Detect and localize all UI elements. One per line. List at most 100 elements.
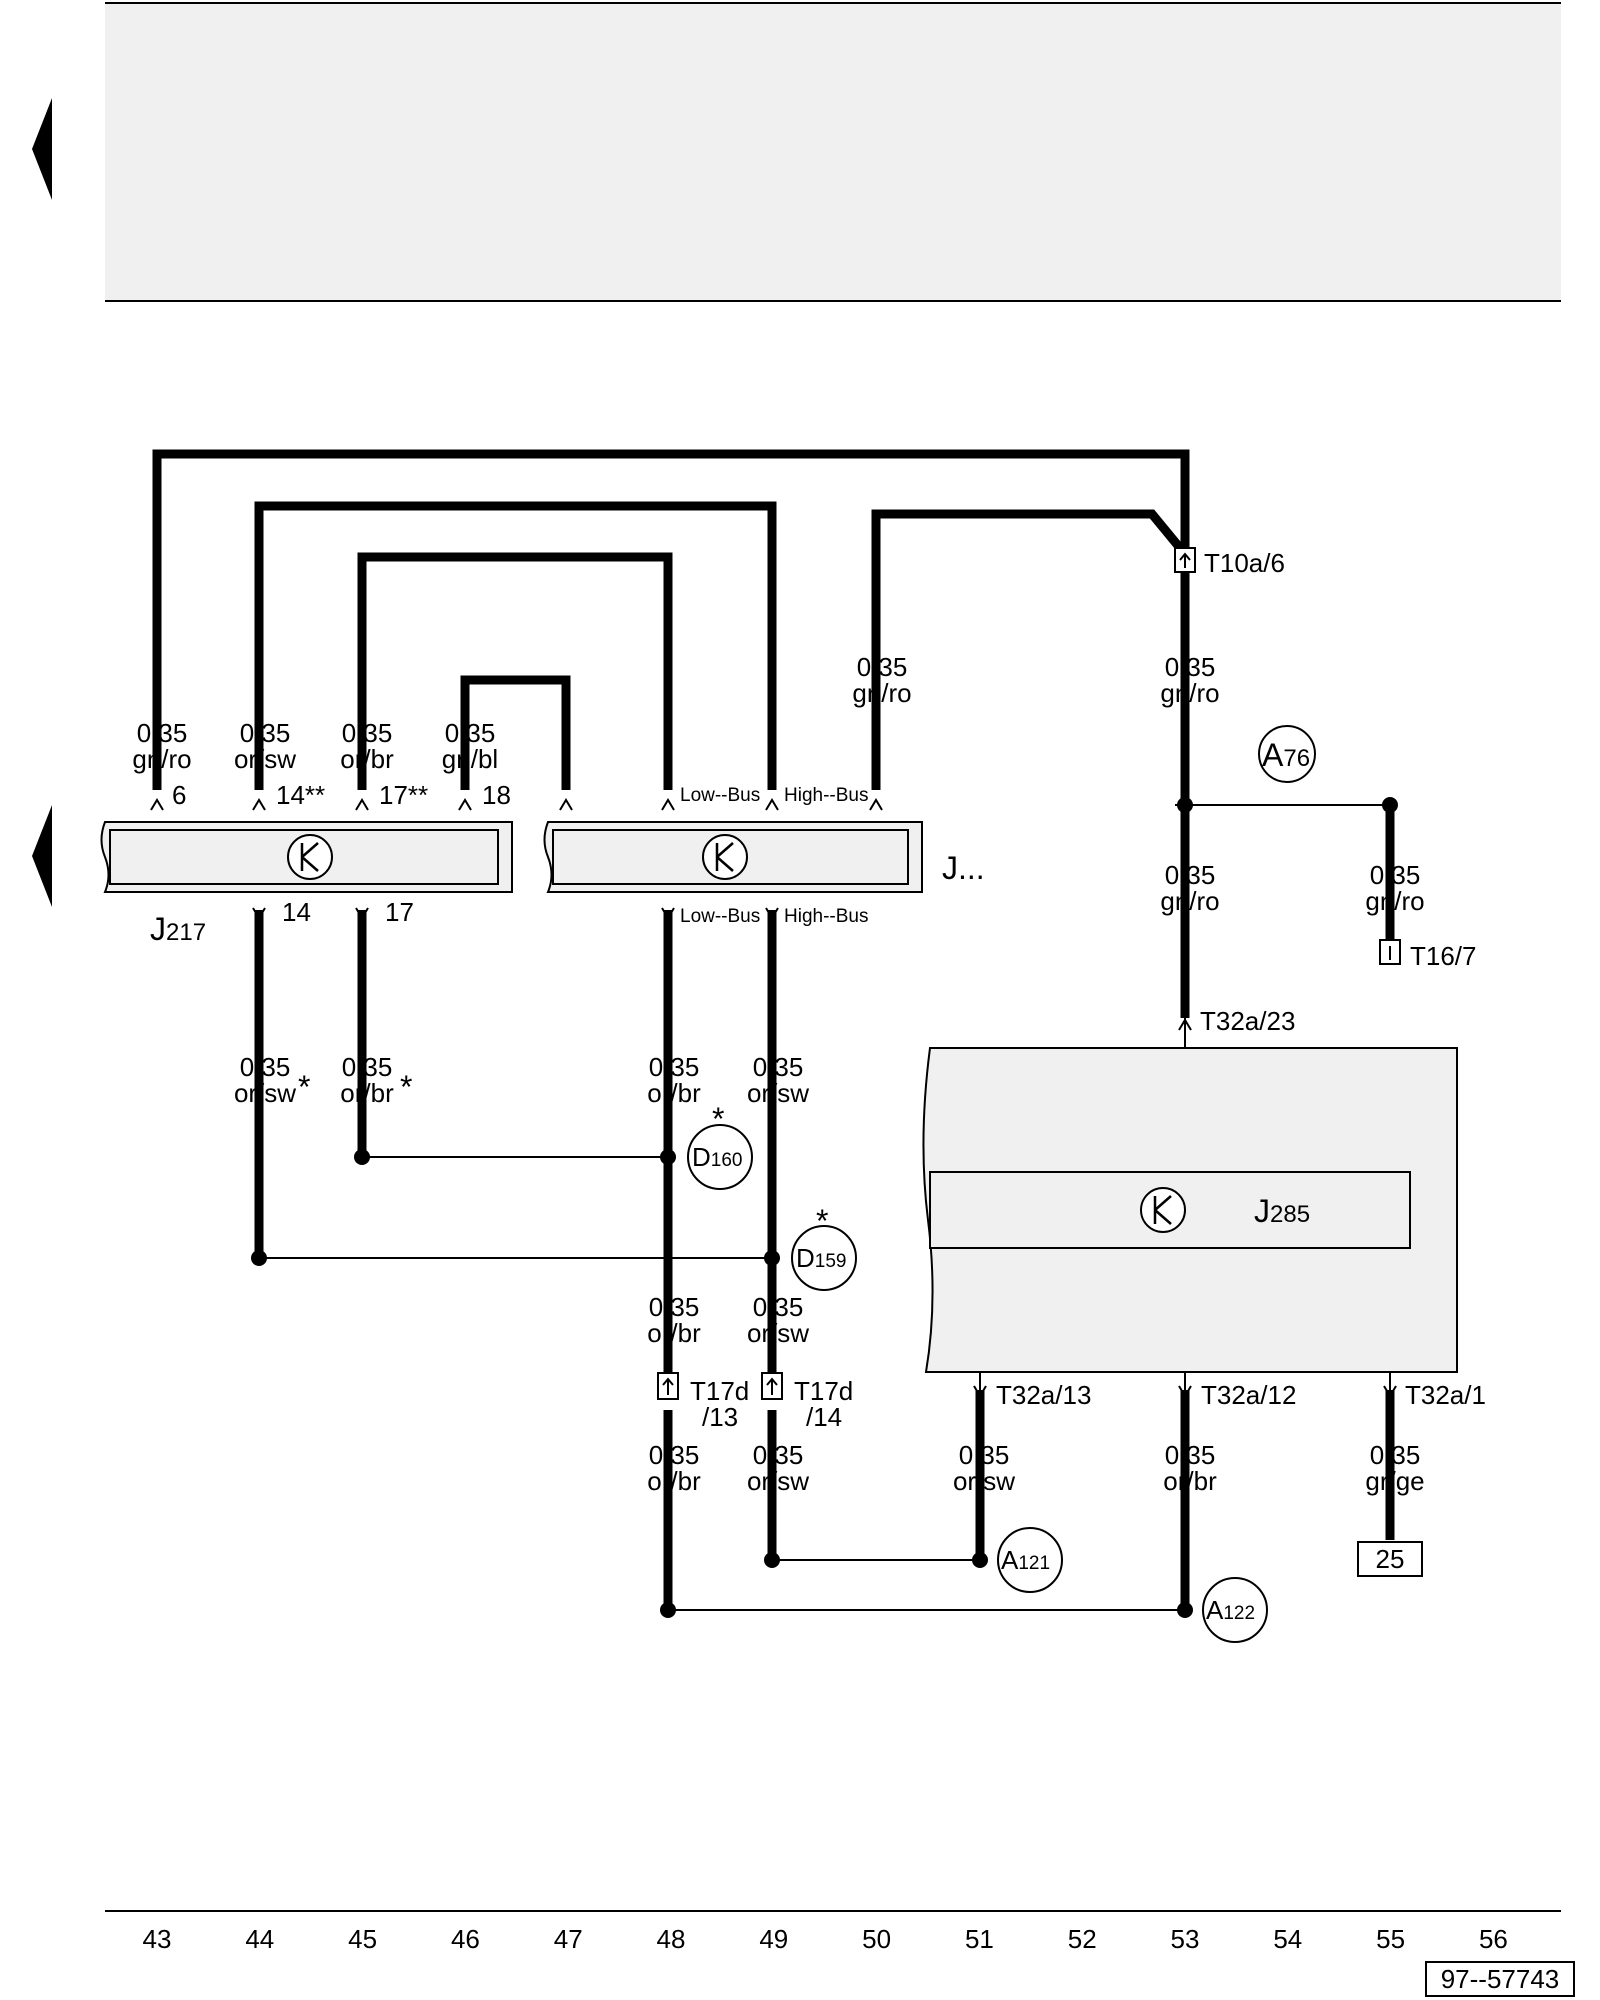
track-number: 51 — [965, 1924, 994, 1954]
wire-color: or/sw — [234, 1078, 296, 1108]
connector-t17d-14-pin: /14 — [806, 1402, 842, 1432]
pin-arrows — [150, 798, 1397, 1398]
track-number: 55 — [1376, 1924, 1405, 1954]
wire-color: gn/bl — [442, 744, 498, 774]
track-number: 53 — [1171, 1924, 1200, 1954]
page-back-arrow-icon[interactable] — [32, 98, 52, 200]
star-marker: * — [298, 1069, 310, 1105]
connector-t16-7: T16/7 — [1410, 941, 1477, 971]
wire-size: 0,35 — [342, 1052, 393, 1082]
pin-low-bus-top: Low--Bus — [680, 785, 760, 806]
pin-17: 17** — [379, 780, 428, 810]
pin-6: 6 — [172, 780, 186, 810]
connector-t32a-12: T32a/12 — [1201, 1380, 1296, 1410]
wire-color: gn/ro — [852, 678, 911, 708]
wire-size: 0,35 — [240, 1052, 291, 1082]
header-band — [105, 2, 1561, 302]
section-arrow-icon[interactable] — [32, 805, 52, 907]
svg-text:A122: A122 — [1206, 1595, 1255, 1625]
control-unit-j-other — [543, 821, 923, 893]
track-number: 52 — [1068, 1924, 1097, 1954]
track-number: 46 — [451, 1924, 480, 1954]
connector-labels: T10a/6 T16/7 T32a/23 T32a/13 T32a/12 T32… — [690, 548, 1486, 1432]
j-other-label: J... — [942, 850, 985, 886]
wire-size: 0,35 — [753, 1052, 804, 1082]
wire-color: or/br — [647, 1466, 701, 1496]
connector-t17d-13: T17d — [690, 1376, 749, 1406]
node-a76: A76 — [1258, 725, 1316, 783]
svg-text:D159: D159 — [796, 1243, 846, 1273]
wire-size: 0,35 — [1165, 1440, 1216, 1470]
document-number-box: 97--57743 — [1425, 1961, 1575, 1997]
track-number: 45 — [348, 1924, 377, 1954]
track-number: 48 — [657, 1924, 686, 1954]
wire-size: 0,35 — [137, 718, 188, 748]
wire-color: or/sw — [747, 1466, 809, 1496]
connector-t17d-14: T17d — [794, 1376, 853, 1406]
wire-size: 0,35 — [342, 718, 393, 748]
wire-size: 0,35 — [649, 1052, 700, 1082]
wire-size: 0,35 — [857, 652, 908, 682]
wire-color: or/br — [340, 744, 394, 774]
pin-high-bus-bottom: High--Bus — [784, 906, 868, 927]
svg-text:A76: A76 — [1262, 737, 1310, 773]
wire-color: gn/ro — [1160, 678, 1219, 708]
control-unit-j217 — [100, 821, 513, 893]
node-d160: D160 — [687, 1124, 753, 1190]
svg-text:A121: A121 — [1001, 1545, 1050, 1575]
wire-size: 0,35 — [753, 1292, 804, 1322]
wire-color: gn/ro — [132, 744, 191, 774]
pin-high-bus-top: High--Bus — [784, 785, 868, 806]
node-a122: A122 — [1202, 1577, 1268, 1643]
pin-17-bottom: 17 — [385, 897, 414, 927]
star-marker: * — [400, 1069, 412, 1105]
wire-color: gn/ro — [1365, 886, 1424, 916]
pin-14-bottom: 14 — [282, 897, 311, 927]
track-number: 43 — [143, 1924, 172, 1954]
track-number: 50 — [862, 1924, 891, 1954]
j285-label: J285 — [1254, 1193, 1310, 1229]
track-number: 49 — [759, 1924, 788, 1954]
connector-t32a-1: T32a/1 — [1405, 1380, 1486, 1410]
wire-color: or/sw — [234, 744, 296, 774]
track-number: 54 — [1273, 1924, 1302, 1954]
wire-size: 0,35 — [445, 718, 496, 748]
wire-color: or/br — [340, 1078, 394, 1108]
wire-size: 0,35 — [240, 718, 291, 748]
connector-t32a-23: T32a/23 — [1200, 1006, 1295, 1036]
wire-size: 0,35 — [649, 1440, 700, 1470]
wire-size: 0,35 — [959, 1440, 1010, 1470]
wire-size: 0,35 — [1370, 1440, 1421, 1470]
wire-size: 0,35 — [1370, 860, 1421, 890]
wire-size: 0,35 — [753, 1440, 804, 1470]
connector-t17d-13-pin: /13 — [702, 1402, 738, 1432]
wire-color: gn/ro — [1160, 886, 1219, 916]
wire-color: or/sw — [747, 1318, 809, 1348]
wire-size: 0,35 — [1165, 652, 1216, 682]
pin-14: 14** — [276, 780, 325, 810]
control-unit-j285 — [922, 1047, 1458, 1373]
document-number: 97--57743 — [1441, 1964, 1560, 1994]
svg-text:25: 25 — [1376, 1544, 1405, 1574]
connector-t10a-6: T10a/6 — [1204, 548, 1285, 578]
wire-color: or/br — [647, 1078, 701, 1108]
wire-size: 0,35 — [649, 1292, 700, 1322]
heavy-wires — [152, 449, 1395, 1610]
wire-color: or/sw — [953, 1466, 1015, 1496]
wire-labels: 0,35 gn/ro 0,35 or/sw 0,35 or/br 0,35 gn… — [132, 652, 1424, 1496]
wire-color: gr/ge — [1365, 1466, 1424, 1496]
pin-labels: 6 14** 17** 18 Low--Bus High--Bus 14 17 … — [172, 780, 868, 927]
pin-18: 18 — [482, 780, 511, 810]
splice-dots — [251, 797, 1398, 1618]
wire-color: or/br — [1163, 1466, 1217, 1496]
node-a121: A121 — [997, 1527, 1063, 1593]
wire-color: or/br — [647, 1318, 701, 1348]
connector-pin-marks — [662, 552, 1391, 1395]
wire-color: or/sw — [747, 1078, 809, 1108]
reference-box-25[interactable]: 25 — [1357, 1541, 1423, 1577]
track-number: 44 — [245, 1924, 274, 1954]
track-number: 47 — [554, 1924, 583, 1954]
track-number: 56 — [1479, 1924, 1508, 1954]
node-d159: D159 — [791, 1225, 857, 1291]
wire-size: 0,35 — [1165, 860, 1216, 890]
